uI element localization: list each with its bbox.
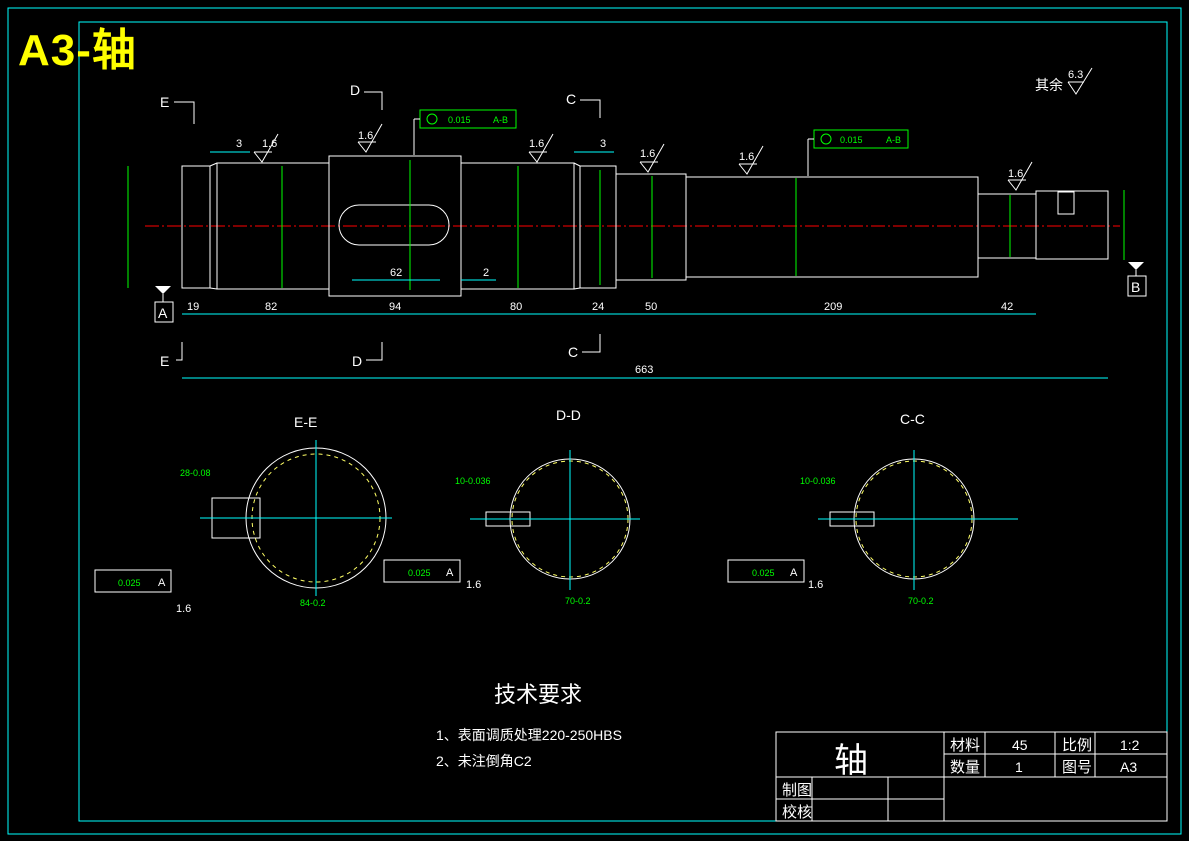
svg-text:209: 209 — [824, 301, 842, 313]
svg-text:1.6: 1.6 — [808, 579, 823, 591]
section-C-C: C-C 0.025 A 1.6 70-0.2 10-0.036 — [727, 411, 1018, 606]
svg-text:E: E — [160, 94, 169, 110]
svg-text:0.015: 0.015 — [840, 135, 863, 145]
sheet-title: A3-轴 — [18, 26, 137, 75]
svg-text:1:2: 1:2 — [1120, 737, 1140, 753]
svg-text:1.6: 1.6 — [262, 138, 277, 150]
svg-text:A: A — [790, 567, 798, 579]
inner-frame — [78, 21, 1168, 822]
svg-text:E-E: E-E — [294, 414, 317, 430]
shaft-main-view — [145, 155, 1120, 297]
technical-requirements: 技术要求 1、表面调质处理220-250HBS 2、未注倒角C2 — [436, 682, 622, 769]
svg-text:24: 24 — [592, 301, 604, 313]
datum-A: A — [154, 286, 174, 323]
section-markers: E E D D C C — [160, 82, 601, 369]
svg-text:1: 1 — [1015, 759, 1023, 775]
svg-text:技术要求: 技术要求 — [494, 682, 582, 707]
svg-text:663: 663 — [635, 364, 653, 376]
svg-text:数量: 数量 — [950, 759, 980, 776]
svg-text:94: 94 — [389, 301, 401, 313]
svg-text:1.6: 1.6 — [529, 138, 544, 150]
title-block: 轴 材料 45 比例 1:2 数量 1 图号 A3 制图 校核 — [775, 731, 1168, 822]
tolerance-frame-2: 0.015 A-B — [807, 129, 909, 176]
svg-text:轴: 轴 — [834, 742, 868, 780]
roughness-marks: 1.6 1.6 1.6 1.6 1.6 1.6 — [253, 123, 1033, 191]
svg-text:A: A — [158, 577, 166, 589]
svg-text:0.025: 0.025 — [118, 578, 141, 588]
svg-text:校核: 校核 — [782, 804, 812, 821]
svg-text:1.6: 1.6 — [739, 151, 754, 163]
svg-text:3: 3 — [600, 138, 606, 150]
svg-text:C: C — [568, 344, 578, 360]
svg-text:A3: A3 — [1120, 759, 1137, 775]
svg-text:10-0.036: 10-0.036 — [455, 476, 491, 486]
svg-text:1.6: 1.6 — [358, 130, 373, 142]
svg-text:材料: 材料 — [950, 737, 980, 754]
svg-text:45: 45 — [1012, 737, 1028, 753]
svg-text:82: 82 — [265, 301, 277, 313]
svg-text:E: E — [160, 353, 169, 369]
datum-B: B — [1127, 262, 1147, 297]
svg-text:1.6: 1.6 — [640, 148, 655, 160]
svg-text:0.015: 0.015 — [448, 115, 471, 125]
svg-text:图号: 图号 — [1062, 759, 1092, 776]
svg-text:3: 3 — [236, 138, 242, 150]
section-D-D: D-D 0.025 A 1.6 70-0.2 10-0.036 — [383, 407, 640, 606]
svg-text:比例: 比例 — [1062, 737, 1092, 754]
svg-text:1.6: 1.6 — [176, 603, 191, 615]
outer-frame — [7, 7, 1182, 835]
svg-text:A-B: A-B — [886, 135, 901, 145]
length-dimensions: 19 82 94 80 24 50 209 42 663 3 3 62 2 — [182, 138, 1108, 379]
svg-text:70-0.2: 70-0.2 — [565, 596, 591, 606]
svg-text:1、表面调质处理220-250HBS: 1、表面调质处理220-250HBS — [436, 727, 622, 743]
svg-text:80: 80 — [510, 301, 522, 313]
svg-text:2: 2 — [483, 267, 489, 279]
svg-text:42: 42 — [1001, 301, 1013, 313]
svg-text:A: A — [446, 567, 454, 579]
svg-text:A-B: A-B — [493, 115, 508, 125]
svg-text:84-0.2: 84-0.2 — [300, 598, 326, 608]
section-E-E: E-E 0.025 A 1.6 84-0.2 28-0.08 — [94, 414, 392, 615]
svg-text:2、未注倒角C2: 2、未注倒角C2 — [436, 753, 532, 769]
svg-text:D-D: D-D — [556, 407, 581, 423]
end-hole — [1057, 191, 1075, 215]
svg-text:B: B — [1131, 279, 1140, 295]
svg-text:C: C — [566, 91, 576, 107]
svg-text:D: D — [350, 82, 360, 98]
roughness-other-label: 其余 — [1035, 77, 1063, 93]
tolerance-frame-1: 0.015 A-B — [413, 109, 517, 155]
svg-text:制图: 制图 — [782, 782, 812, 799]
svg-text:70-0.2: 70-0.2 — [908, 596, 934, 606]
keyway-slot — [338, 204, 450, 246]
svg-text:19: 19 — [187, 301, 199, 313]
svg-text:0.025: 0.025 — [408, 568, 431, 578]
svg-text:1.6: 1.6 — [1008, 168, 1023, 180]
svg-text:1.6: 1.6 — [466, 579, 481, 591]
roughness-symbol — [1067, 67, 1093, 95]
svg-text:C-C: C-C — [900, 411, 925, 427]
svg-text:50: 50 — [645, 301, 657, 313]
svg-text:0.025: 0.025 — [752, 568, 775, 578]
svg-text:D: D — [352, 353, 362, 369]
svg-text:62: 62 — [390, 267, 402, 279]
svg-text:28-0.08: 28-0.08 — [180, 468, 211, 478]
svg-text:A: A — [158, 305, 168, 321]
svg-text:10-0.036: 10-0.036 — [800, 476, 836, 486]
roughness-other-value: 6.3 — [1068, 69, 1083, 81]
